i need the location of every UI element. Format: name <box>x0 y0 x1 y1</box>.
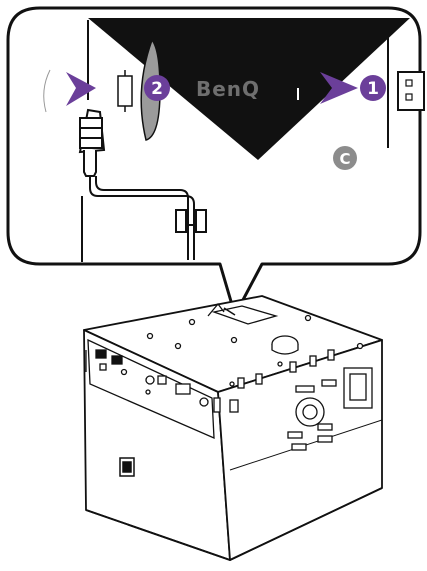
callout-step-2: 2 <box>144 75 170 101</box>
usb-port <box>158 376 166 384</box>
usb-dongle <box>398 72 424 110</box>
vga-port <box>176 384 190 394</box>
connector-block <box>118 76 132 106</box>
audio-jack <box>122 370 127 375</box>
projector-body <box>84 296 382 560</box>
callout-step-1: 1 <box>360 75 386 101</box>
hdmi-port-2 <box>112 356 122 364</box>
hdmi-port-1 <box>96 350 106 358</box>
svg-text:1: 1 <box>367 79 379 99</box>
benq-logo: BenQ <box>196 77 260 101</box>
callout-step-c: C <box>333 146 357 170</box>
ac-power-socket <box>120 458 134 476</box>
svg-text:2: 2 <box>151 79 163 99</box>
svg-text:C: C <box>339 150 350 168</box>
power-jack <box>146 376 154 384</box>
